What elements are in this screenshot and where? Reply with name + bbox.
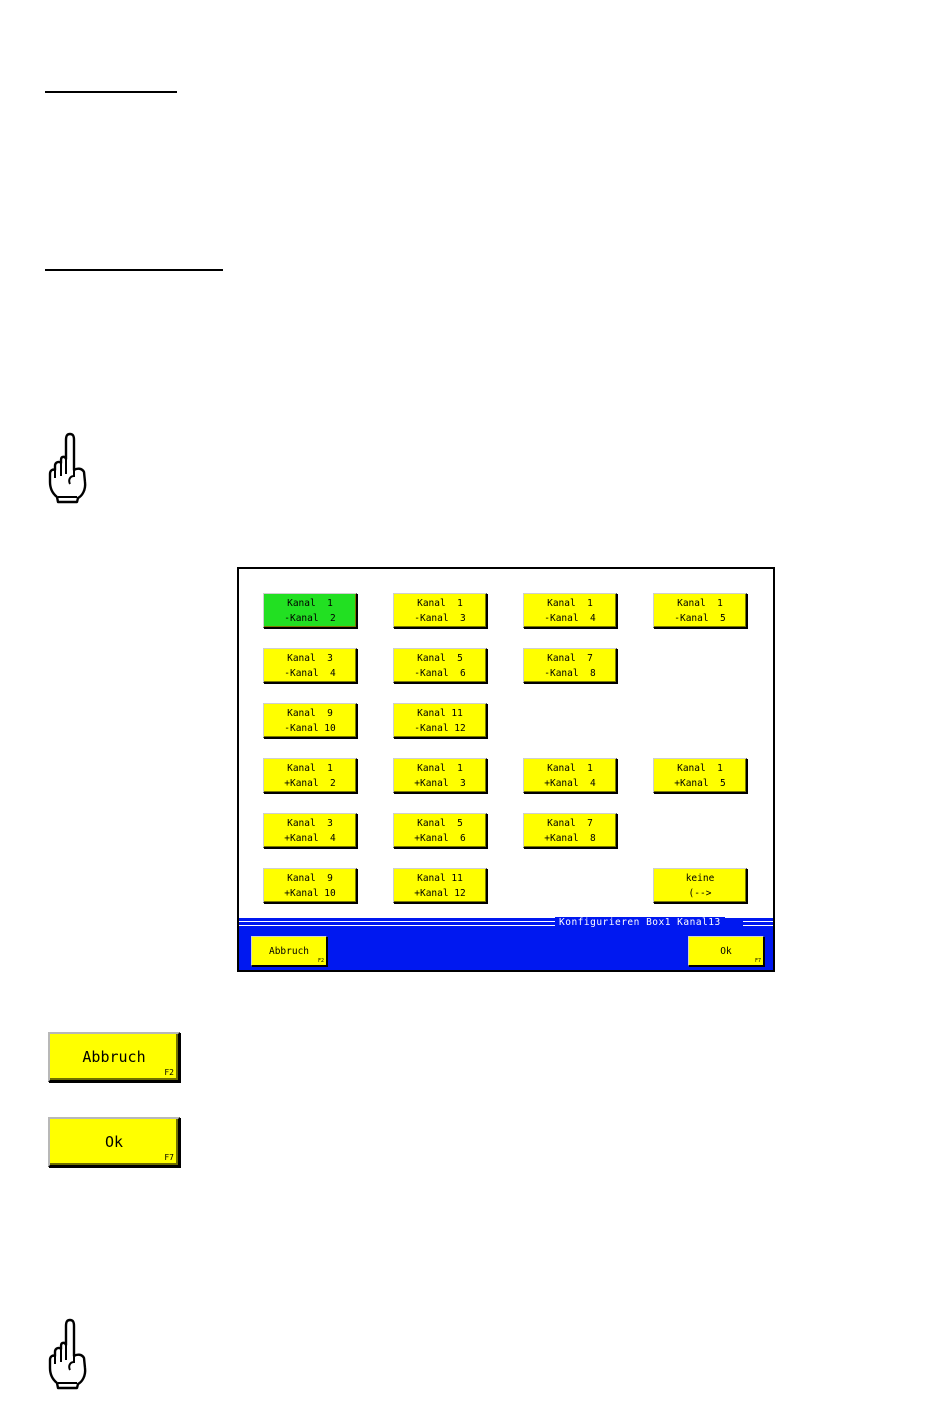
- channel-button-line: +Kanal 5: [674, 778, 726, 789]
- pointing-hand-icon: [48, 1318, 87, 1390]
- channel-button-line: +Kanal 2: [284, 778, 336, 789]
- channel-button-line: -Kanal 4: [284, 668, 336, 679]
- channel-button-line: Kanal 1: [417, 598, 463, 609]
- channel-button-r4-c4[interactable]: Kanal 1 +Kanal 5: [653, 758, 747, 793]
- grid-empty-slot: [653, 648, 747, 683]
- legend-ok-fkey: F7: [164, 1153, 174, 1162]
- dialog-title: Konfigurieren Box1 Kanal13: [555, 917, 725, 928]
- channel-button-r2-c2[interactable]: Kanal 5 -Kanal 6: [393, 648, 487, 683]
- legend-cancel-button[interactable]: Abbruch F2: [48, 1032, 180, 1082]
- channel-button-line: (-->: [688, 888, 712, 899]
- channel-button-line: Kanal 7: [547, 818, 593, 829]
- channel-button-line: Kanal 1: [547, 598, 593, 609]
- channel-button-line: -Kanal 5: [674, 613, 726, 624]
- channel-button-line: Kanal 5: [417, 818, 463, 829]
- channel-button-r5-c1[interactable]: Kanal 3 +Kanal 4: [263, 813, 357, 848]
- pointing-hand-icon: [48, 432, 87, 504]
- channel-button-line: +Kanal 3: [414, 778, 466, 789]
- channel-button-r3-c1[interactable]: Kanal 9 -Kanal 10: [263, 703, 357, 738]
- grid-empty-slot: [653, 813, 747, 848]
- channel-button-line: +Kanal 8: [544, 833, 596, 844]
- channel-button-line: Kanal 9: [287, 873, 333, 884]
- channel-button-line: -Kanal 10: [284, 723, 336, 734]
- legend-ok-button[interactable]: Ok F7: [48, 1117, 180, 1167]
- channel-button-line: Kanal 1: [287, 763, 333, 774]
- channel-button-line: Kanal 7: [547, 653, 593, 664]
- channel-button-line: Kanal 1: [547, 763, 593, 774]
- channel-button-r1-c2[interactable]: Kanal 1 -Kanal 3: [393, 593, 487, 628]
- cancel-button-label: Abbruch: [268, 945, 310, 957]
- channel-button-r1-c1[interactable]: Kanal 1 -Kanal 2: [263, 593, 357, 628]
- status-bar-line-right: [743, 921, 773, 926]
- channel-button-grid: Kanal 1 -Kanal 2 Kanal 1 -Kanal 3 Kanal 1 -Ka…: [263, 593, 763, 903]
- heading-underline-1: [45, 91, 177, 93]
- config-dialog-screenshot: Kanal 1 -Kanal 2 Kanal 1 -Kanal 3 Kanal 1 -Ka…: [237, 567, 775, 972]
- channel-button-line: keine: [685, 873, 715, 884]
- legend-cancel-fkey: F2: [164, 1068, 174, 1077]
- channel-button-r1-c3[interactable]: Kanal 1 -Kanal 4: [523, 593, 617, 628]
- channel-button-line: Kanal 1: [677, 598, 723, 609]
- channel-button-line: -Kanal 4: [544, 613, 596, 624]
- legend-ok-label: Ok: [104, 1133, 124, 1151]
- channel-button-line: +Kanal 4: [284, 833, 336, 844]
- cancel-fkey: F2: [317, 958, 324, 964]
- channel-button-r5-c2[interactable]: Kanal 5 +Kanal 6: [393, 813, 487, 848]
- channel-button-line: Kanal 1: [677, 763, 723, 774]
- channel-button-r2-c1[interactable]: Kanal 3 -Kanal 4: [263, 648, 357, 683]
- channel-button-line: Kanal 3: [287, 653, 333, 664]
- grid-empty-slot: [523, 868, 617, 903]
- channel-button-r6-c2[interactable]: Kanal 11 +Kanal 12: [393, 868, 487, 903]
- channel-button-r4-c2[interactable]: Kanal 1 +Kanal 3: [393, 758, 487, 793]
- channel-button-r2-c3[interactable]: Kanal 7 -Kanal 8: [523, 648, 617, 683]
- status-bar: Konfigurieren Box1 Kanal13 Abbruch F2 Ok…: [239, 917, 773, 970]
- channel-button-r4-c3[interactable]: Kanal 1 +Kanal 4: [523, 758, 617, 793]
- channel-button-line: +Kanal 12: [414, 888, 466, 899]
- channel-button-line: +Kanal 10: [284, 888, 336, 899]
- channel-button-r4-c1[interactable]: Kanal 1 +Kanal 2: [263, 758, 357, 793]
- channel-button-line: +Kanal 6: [414, 833, 466, 844]
- channel-button-line: Kanal 1: [287, 598, 333, 609]
- channel-button-line: -Kanal 3: [414, 613, 466, 624]
- channel-button-line: Kanal 3: [287, 818, 333, 829]
- channel-button-line: Kanal 1: [417, 763, 463, 774]
- channel-button-r6-c4[interactable]: keine (-->: [653, 868, 747, 903]
- channel-button-line: Kanal 9: [287, 708, 333, 719]
- heading-underline-2: [45, 269, 223, 271]
- grid-empty-slot: [653, 703, 747, 738]
- channel-button-line: +Kanal 4: [544, 778, 596, 789]
- grid-empty-slot: [523, 703, 617, 738]
- channel-button-r3-c2[interactable]: Kanal 11 -Kanal 12: [393, 703, 487, 738]
- legend-cancel-label: Abbruch: [82, 1048, 146, 1066]
- channel-button-line: Kanal 11: [417, 873, 463, 884]
- cancel-button[interactable]: Abbruch F2: [251, 936, 327, 966]
- channel-button-line: -Kanal 8: [544, 668, 596, 679]
- ok-button[interactable]: Ok F7: [688, 936, 764, 966]
- channel-button-r6-c1[interactable]: Kanal 9 +Kanal 10: [263, 868, 357, 903]
- channel-button-r1-c4[interactable]: Kanal 1 -Kanal 5: [653, 593, 747, 628]
- channel-button-line: -Kanal 2: [284, 613, 336, 624]
- channel-button-line: -Kanal 6: [414, 668, 466, 679]
- channel-button-r5-c3[interactable]: Kanal 7 +Kanal 8: [523, 813, 617, 848]
- ok-fkey: F7: [754, 958, 761, 964]
- ok-button-label: Ok: [720, 945, 732, 957]
- status-bar-line-left: [239, 921, 555, 926]
- channel-button-line: -Kanal 12: [414, 723, 466, 734]
- channel-button-line: Kanal 5: [417, 653, 463, 664]
- channel-button-line: Kanal 11: [417, 708, 463, 719]
